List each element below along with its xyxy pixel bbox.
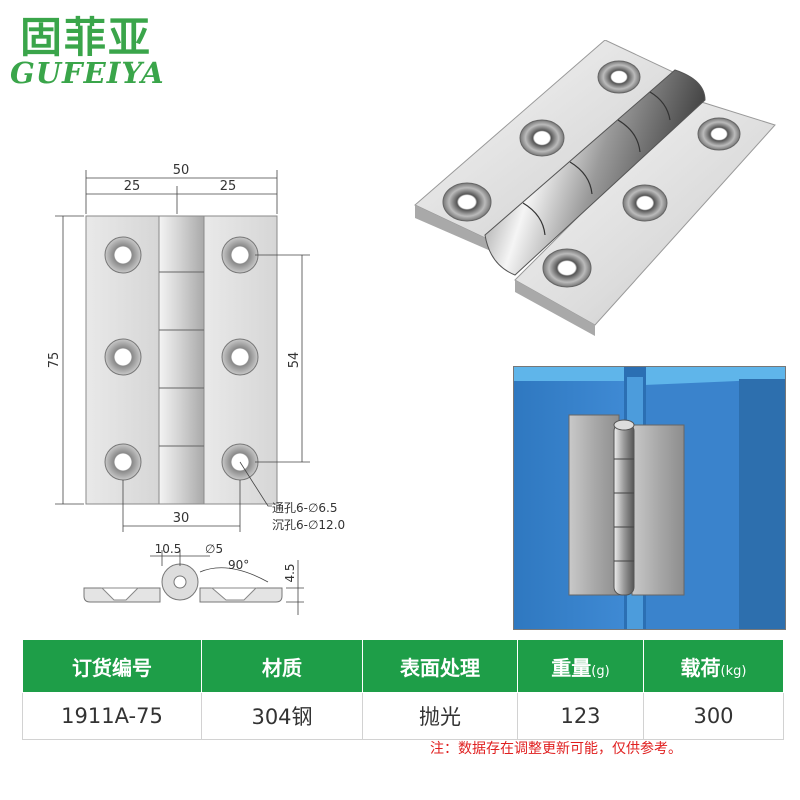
col-load: 载荷(kg) [643, 639, 784, 693]
cell-material: 304钢 [201, 692, 363, 740]
countersunk-holes [104, 236, 259, 481]
col-order-number: 订货编号 [22, 639, 202, 693]
brand-logo-chinese: 固菲亚 [20, 13, 153, 62]
application-photo [513, 366, 786, 630]
disclaimer-note: 注：数据存在调整更新可能，仅供参考。 [430, 741, 682, 757]
dim-total-width: 50 [173, 163, 190, 178]
dim-hole-horizontal: 30 [173, 511, 190, 526]
product-photo-hinge [414, 40, 776, 336]
hinge-knuckle [158, 215, 205, 505]
dim-half-right: 25 [220, 179, 237, 194]
cell-order-number: 1911A-75 [22, 692, 202, 740]
side-offset-dim: 10.5 [155, 542, 182, 556]
dim-half-left: 25 [124, 179, 141, 194]
col-weight: 重量(g) [517, 639, 644, 693]
hinge-leaf [568, 414, 620, 596]
thickness-dim: 4.5 [283, 563, 297, 582]
side-view [83, 563, 283, 603]
countersink-spec: 沉孔6-∅12.0 [272, 518, 345, 532]
spec-table-header-row: 订货编号 材质 表面处理 重量(g) 载荷(kg) [22, 639, 784, 693]
pin-diameter-dim: ∅5 [205, 542, 223, 556]
through-hole-spec: 通孔6-∅6.5 [272, 501, 338, 515]
cell-weight: 123 [517, 692, 644, 740]
technical-drawing: 50 25 25 75 54 30 通孔6-∅6.5 沉孔6-∅12.0 10.… [47, 163, 345, 615]
brand-logo-english: GUFEIYA [10, 56, 165, 90]
table-row: 1911A-75 304钢 抛光 123 300 [22, 692, 784, 740]
cell-surface-treatment: 抛光 [362, 692, 518, 740]
dim-height: 75 [47, 352, 62, 369]
spec-table: 订货编号 材质 表面处理 重量(g) 载荷(kg) 1911A-75 304钢 … [22, 639, 784, 740]
open-angle-dim: 90° [228, 558, 249, 572]
col-material: 材质 [201, 639, 363, 693]
cell-load: 300 [643, 692, 784, 740]
col-surface-treatment: 表面处理 [362, 639, 518, 693]
dim-hole-vertical: 54 [287, 352, 302, 369]
